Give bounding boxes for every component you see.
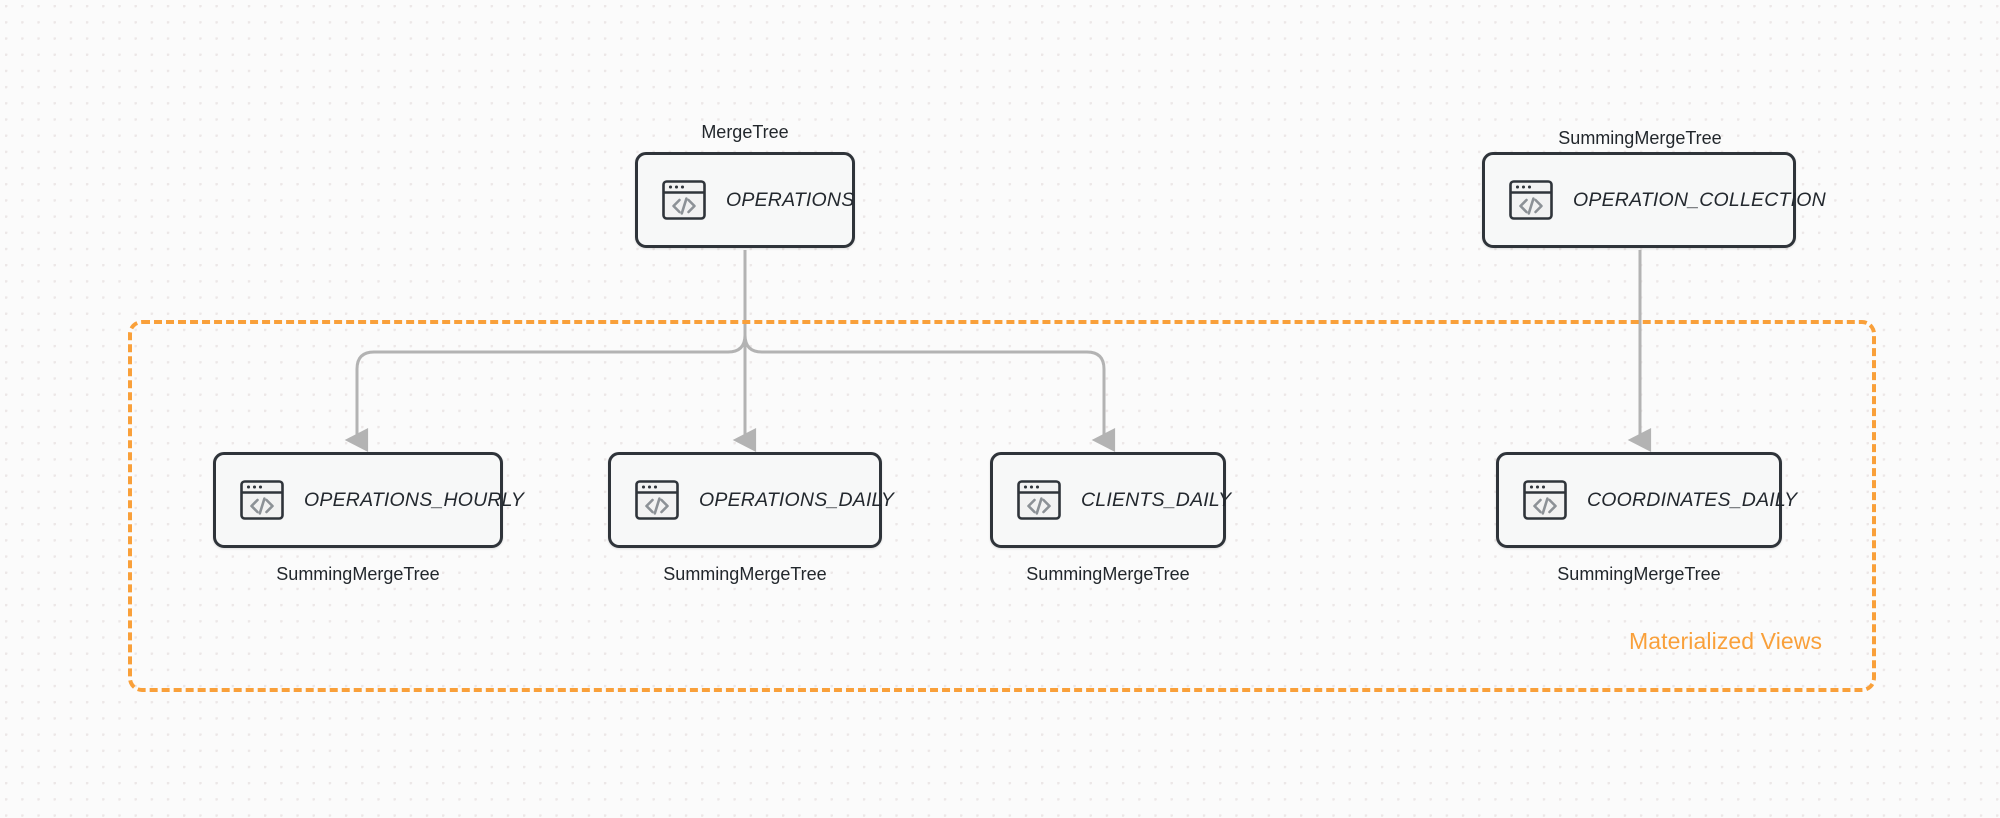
table-node-label: COORDINATES_DAILY xyxy=(1587,488,1798,511)
table-node-coordinates-daily[interactable]: COORDINATES_DAILY xyxy=(1496,452,1797,548)
table-node-label: OPERATIONS_HOURLY xyxy=(304,488,525,511)
table-node-label: OPERATIONS_DAILY xyxy=(699,488,895,511)
table-node-label: OPERATIONS xyxy=(726,188,855,211)
engine-caption-operations-hourly: SummingMergeTree xyxy=(276,564,440,584)
code-window-icon xyxy=(1015,476,1063,524)
engine-caption-operations-daily: SummingMergeTree xyxy=(663,564,827,584)
table-node-operations-hourly[interactable]: OPERATIONS_HOURLY xyxy=(213,452,524,548)
table-node-clients-daily[interactable]: CLIENTS_DAILY xyxy=(990,452,1231,548)
code-window-icon xyxy=(1507,176,1555,224)
table-node-operation-collection[interactable]: OPERATION_COLLECTION xyxy=(1482,152,1826,248)
code-window-icon xyxy=(1521,476,1569,524)
code-window-icon xyxy=(633,476,681,524)
code-window-icon xyxy=(660,176,708,224)
code-window-icon xyxy=(238,476,286,524)
engine-caption-operations: MergeTree xyxy=(701,122,789,142)
engine-caption-clients-daily: SummingMergeTree xyxy=(1026,564,1190,584)
materialized-views-group xyxy=(128,320,1876,692)
table-node-operations[interactable]: OPERATIONS xyxy=(635,152,855,248)
table-node-label: CLIENTS_DAILY xyxy=(1081,488,1232,511)
table-node-label: OPERATION_COLLECTION xyxy=(1573,188,1826,211)
table-node-operations-daily[interactable]: OPERATIONS_DAILY xyxy=(608,452,894,548)
engine-caption-operation-collection: SummingMergeTree xyxy=(1558,128,1722,148)
materialized-views-group-label: Materialized Views xyxy=(1629,628,1823,654)
engine-caption-coordinates-daily: SummingMergeTree xyxy=(1557,564,1721,584)
